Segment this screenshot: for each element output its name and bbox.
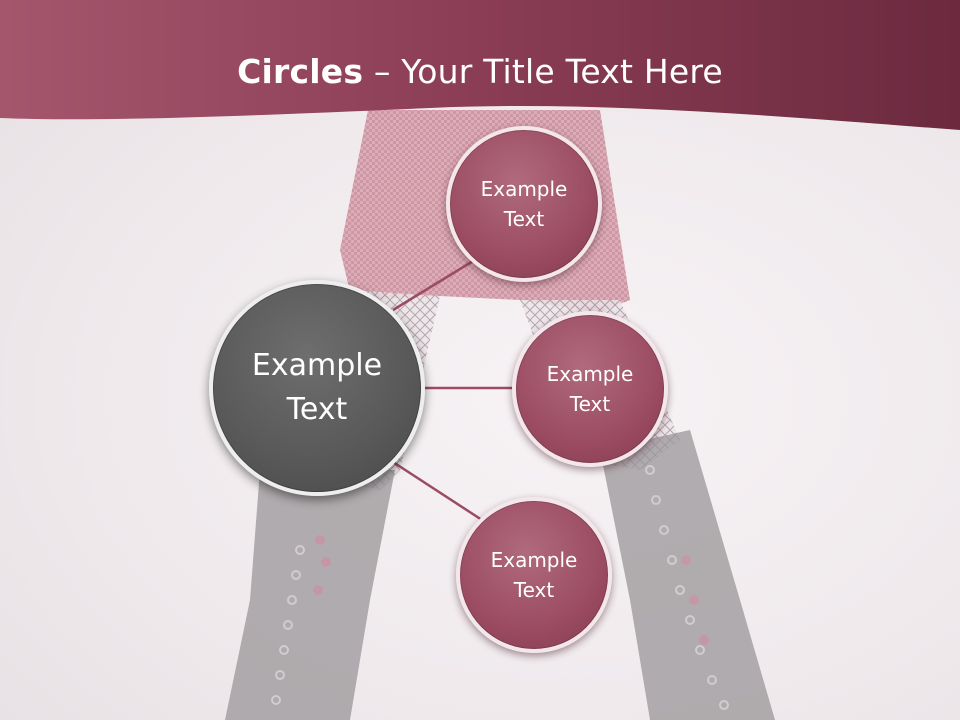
right-boot-shape	[600, 430, 775, 720]
connector-top	[392, 256, 479, 312]
center-circle: Example Text	[209, 280, 425, 496]
circle-bottom: Example Text	[456, 497, 612, 653]
title-bold: Circles	[237, 52, 364, 91]
title-rest: – Your Title Text Here	[363, 52, 723, 91]
header-band	[0, 0, 960, 130]
center-circle-label: Example Text	[251, 348, 383, 427]
left-boot-shape	[225, 470, 395, 720]
connector-bottom	[392, 460, 483, 522]
circle-top-label: Example Text	[480, 177, 568, 231]
circle-middle-label: Example Text	[546, 362, 634, 416]
circle-bottom-label: Example Text	[490, 548, 578, 602]
circle-top: Example Text	[446, 126, 602, 282]
boot-lace-hooks	[271, 465, 729, 710]
circle-middle: Example Text	[512, 311, 668, 467]
boot-hearts	[313, 535, 709, 645]
slide-title: Circles – Your Title Text Here	[0, 52, 960, 91]
